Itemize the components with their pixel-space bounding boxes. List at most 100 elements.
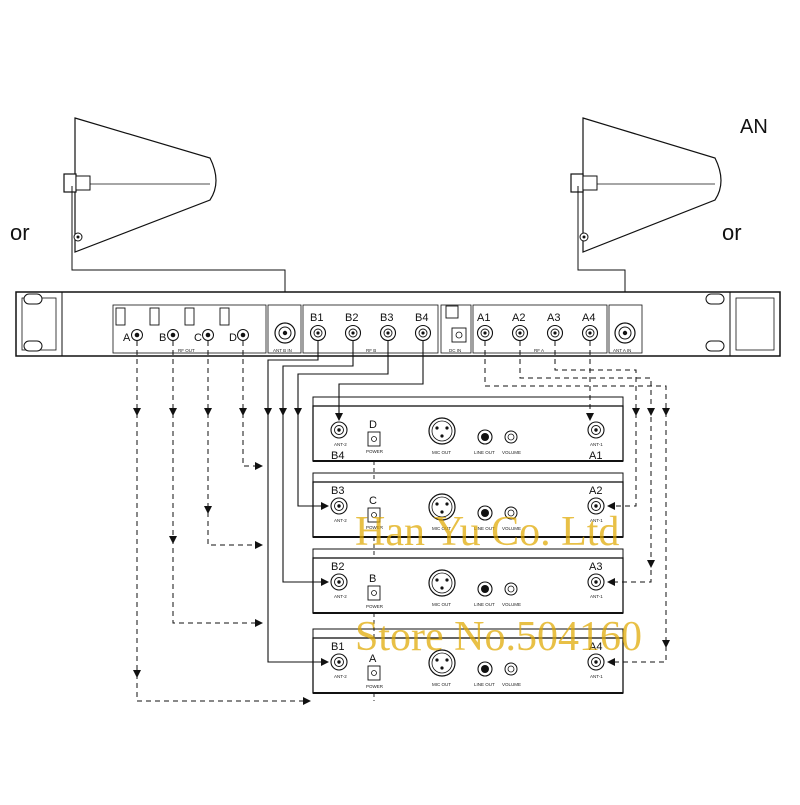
ant-b-in-connector[interactable] <box>274 322 296 344</box>
receiver-2-volume-knob[interactable] <box>504 506 518 520</box>
receiver-1-channel: D <box>369 419 377 431</box>
receiver-1-mic-out-caption: MIC OUT <box>432 450 451 455</box>
rf-b-label-b1: B1 <box>310 312 323 324</box>
rf-b-connector-b3[interactable]: B3 <box>379 312 397 342</box>
rf-b-label-b4: B4 <box>415 312 428 324</box>
receiver-2-ant2-connector[interactable] <box>330 497 348 515</box>
rf-out-cables <box>136 341 311 705</box>
rf-b-label-b2: B2 <box>345 312 358 324</box>
receiver-1-ant1-connector[interactable] <box>587 421 605 439</box>
receiver-2-mic-out-caption: MIC OUT <box>432 526 451 531</box>
rf-b-caption: RF B <box>366 348 376 353</box>
rf-a-connector-a1[interactable]: A1 <box>476 312 494 342</box>
right-antenna-icon <box>570 117 722 322</box>
receiver-2-xlr-connector[interactable] <box>428 493 456 521</box>
rf-out-label-c: C <box>194 332 202 344</box>
receiver-3-ant2-caption: ANT-2 <box>334 594 347 599</box>
ant-b-in-caption: ANT B IN <box>273 348 292 353</box>
receiver-3-ant1-caption: ANT-1 <box>590 594 603 599</box>
dc-in-caption: DC IN <box>449 348 461 353</box>
rf-a-label-a2: A2 <box>512 312 525 324</box>
receiver-4-power-caption: POWER <box>366 684 384 689</box>
receiver-1-power-jack[interactable] <box>367 431 381 447</box>
rf-out-connector-d[interactable]: D <box>229 329 249 345</box>
receiver-1-volume-caption: VOLUME <box>502 450 521 455</box>
receiver-1-right-port: A1 <box>589 450 602 462</box>
receiver-4-ant1-caption: ANT-1 <box>590 674 603 679</box>
receiver-4-left-port: B1 <box>331 641 344 653</box>
ant-a-in-connector[interactable] <box>614 322 636 344</box>
receiver-1-ant1-caption: ANT-1 <box>590 442 603 447</box>
receiver-3-volume-knob[interactable] <box>504 582 518 596</box>
rf-a-connector-a4[interactable]: A4 <box>581 312 599 342</box>
receiver-3-channel: B <box>369 573 376 585</box>
ant-label-cutoff: AN <box>740 116 768 138</box>
receiver-4-volume-knob[interactable] <box>504 662 518 676</box>
receiver-1-ant2-connector[interactable] <box>330 421 348 439</box>
receiver-1-xlr-connector[interactable] <box>428 417 456 445</box>
receiver-3-volume-caption: VOLUME <box>502 602 521 607</box>
rf-a-caption: RF A <box>534 348 544 353</box>
receiver-3-left-port: B2 <box>331 561 344 573</box>
receiver-4-xlr-connector[interactable] <box>428 649 456 677</box>
receiver-2-right-port: A2 <box>589 485 602 497</box>
b-cables <box>267 341 424 666</box>
ant-a-in-caption: ANT A IN <box>613 348 631 353</box>
rf-out-label-a: A <box>123 332 131 344</box>
receiver-1-ant2-caption: ANT-2 <box>334 442 347 447</box>
receiver-2-channel: C <box>369 495 377 507</box>
receiver-2-ant1-connector[interactable] <box>587 497 605 515</box>
receiver-3 <box>312 548 624 614</box>
receiver-1-left-port: B4 <box>331 450 344 462</box>
receiver-3-power-jack[interactable] <box>367 585 381 601</box>
receiver-1 <box>312 396 624 462</box>
rf-out-connector-b[interactable]: B <box>159 329 179 345</box>
receiver-4-right-port: A4 <box>589 641 602 653</box>
receiver-4-line-out-jack[interactable] <box>477 661 493 677</box>
receiver-3-right-port: A3 <box>589 561 602 573</box>
receiver-4-ant1-connector[interactable] <box>587 653 605 671</box>
receiver-2-power-caption: POWER <box>366 525 384 530</box>
receiver-4-ant2-caption: ANT-2 <box>334 674 347 679</box>
receiver-2-ant2-caption: ANT-2 <box>334 518 347 523</box>
receiver-4-volume-caption: VOLUME <box>502 682 521 687</box>
rf-out-label-d: D <box>229 332 237 344</box>
rf-b-label-b3: B3 <box>380 312 393 324</box>
receiver-1-power-caption: POWER <box>366 449 384 454</box>
rf-out-connector-c[interactable]: C <box>194 329 214 345</box>
rack-unit <box>15 291 781 357</box>
rf-a-connector-a3[interactable]: A3 <box>546 312 564 342</box>
receiver-3-mic-out-caption: MIC OUT <box>432 602 451 607</box>
watermark-line1: Han Yu Co. Ltd <box>355 509 619 555</box>
receiver-3-ant2-connector[interactable] <box>330 573 348 591</box>
receiver-3-power-caption: POWER <box>366 604 384 609</box>
rf-out-label-b: B <box>159 332 166 344</box>
rf-out-connector-a[interactable]: A <box>123 329 143 345</box>
receiver-3-ant1-connector[interactable] <box>587 573 605 591</box>
rf-b-connector-b2[interactable]: B2 <box>344 312 362 342</box>
receiver-3-line-out-caption: LINE OUT <box>474 602 495 607</box>
rf-out-arrowheads <box>133 408 670 678</box>
receiver-2-line-out-jack[interactable] <box>477 505 493 521</box>
receiver-2-ant1-caption: ANT-1 <box>590 518 603 523</box>
rf-b-connector-b4[interactable]: B4 <box>414 312 432 342</box>
receiver-1-line-out-jack[interactable] <box>477 429 493 445</box>
receiver-4-power-jack[interactable] <box>367 665 381 681</box>
receiver-3-xlr-connector[interactable] <box>428 569 456 597</box>
watermark-line2: Store No.504160 <box>355 614 642 660</box>
receiver-1-volume-knob[interactable] <box>504 430 518 444</box>
or-label-right: or <box>722 220 742 245</box>
rf-a-connector-a2[interactable]: A2 <box>511 312 529 342</box>
receiver-2-power-jack[interactable] <box>367 507 381 523</box>
receiver-3-line-out-jack[interactable] <box>477 581 493 597</box>
receiver-2-volume-caption: VOLUME <box>502 526 521 531</box>
rf-a-label-a4: A4 <box>582 312 595 324</box>
receiver-4-ant2-connector[interactable] <box>330 653 348 671</box>
a-cables <box>484 341 667 666</box>
rf-b-connector-b1[interactable]: B1 <box>309 312 327 342</box>
receiver-4-line-out-caption: LINE OUT <box>474 682 495 687</box>
receiver-2-line-out-caption: LINE OUT <box>474 526 495 531</box>
or-label-left: or <box>10 220 30 245</box>
